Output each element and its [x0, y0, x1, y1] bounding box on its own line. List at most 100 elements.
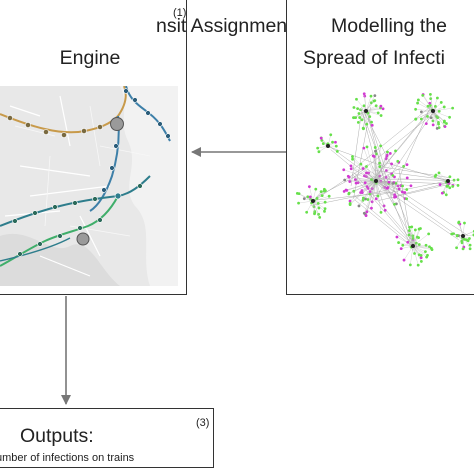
network-node [393, 195, 396, 199]
network-edge [373, 155, 377, 182]
network-node [376, 111, 380, 115]
network-node [323, 189, 327, 193]
network-node [455, 246, 458, 250]
network-node [355, 97, 358, 101]
network-node [365, 171, 368, 175]
network-edge [355, 110, 367, 118]
network-node [435, 126, 439, 130]
network-edge [375, 180, 389, 183]
network-node [363, 94, 367, 98]
network-node [361, 167, 365, 170]
network-node [465, 238, 469, 242]
network-node [431, 123, 435, 127]
network-node [379, 114, 383, 117]
network-edge [417, 102, 434, 112]
network-edge [374, 113, 429, 178]
network-edge [363, 110, 367, 129]
network-edge [375, 150, 396, 182]
network-node [362, 92, 366, 96]
network-edge [412, 245, 430, 247]
network-node [457, 221, 461, 225]
network-node [411, 234, 415, 238]
network-node [411, 237, 415, 240]
network-node [364, 214, 368, 217]
network-node [358, 116, 362, 119]
network-edge [462, 223, 465, 237]
network-edge [366, 110, 385, 168]
network-edge [365, 110, 382, 116]
network-node [436, 96, 439, 100]
network-edge [365, 106, 381, 112]
network-node [374, 104, 378, 108]
network-node [378, 165, 382, 169]
network-node [365, 145, 369, 149]
network-edge [366, 146, 377, 182]
network-edge [312, 196, 330, 202]
network-edge [442, 180, 449, 194]
network-node [427, 232, 431, 236]
network-edge [375, 180, 407, 199]
network-node [320, 194, 324, 198]
network-node [451, 106, 455, 110]
network-node [390, 162, 393, 166]
network-node [405, 163, 409, 166]
network-edge [375, 163, 392, 182]
network-edge [356, 99, 367, 112]
network-node [370, 123, 374, 127]
network-edge [438, 172, 449, 182]
network-node [361, 127, 365, 131]
network-node [327, 194, 331, 198]
network-edge [412, 245, 422, 262]
network-node [421, 93, 425, 97]
network-node [416, 98, 420, 102]
network-node [397, 241, 400, 244]
network-edge [375, 177, 408, 182]
network-node [345, 188, 349, 192]
network-node [448, 175, 452, 179]
network-node [440, 191, 444, 195]
network-node [379, 144, 383, 148]
network-node [369, 101, 373, 105]
network-node [370, 200, 374, 204]
network-node [370, 206, 373, 210]
network-edge [375, 161, 398, 182]
network-node [456, 178, 460, 182]
network-node [407, 229, 411, 232]
network-node [429, 97, 433, 101]
network-node [394, 149, 397, 153]
network-node [372, 99, 376, 103]
network-node [439, 101, 443, 104]
network-edge [365, 110, 379, 114]
network-node [356, 107, 360, 111]
network-node [455, 234, 459, 237]
network-edge [387, 162, 447, 181]
network-node [308, 195, 312, 199]
network-node [352, 106, 356, 109]
network-node [307, 185, 311, 189]
network-edge [412, 245, 427, 258]
network-node [401, 243, 405, 247]
network-edge [458, 222, 464, 237]
network-node [443, 119, 446, 123]
network-node [373, 155, 376, 158]
network-node [384, 169, 388, 172]
network-node [374, 149, 377, 153]
network-node [428, 245, 431, 249]
network-node [394, 182, 398, 185]
network-edge [371, 180, 451, 185]
network-node [400, 190, 404, 194]
network-edge [375, 180, 407, 190]
network-node [316, 146, 320, 150]
network-node [331, 140, 334, 144]
network-node [424, 122, 428, 126]
network-node [417, 243, 421, 246]
network-edge [421, 110, 434, 120]
network-node [402, 258, 406, 262]
network-node [429, 116, 433, 120]
network-node [321, 142, 325, 145]
network-node [323, 207, 327, 211]
network-node [445, 184, 449, 188]
network-edge [418, 99, 434, 112]
network-edge [330, 149, 358, 172]
network-node [385, 186, 389, 190]
